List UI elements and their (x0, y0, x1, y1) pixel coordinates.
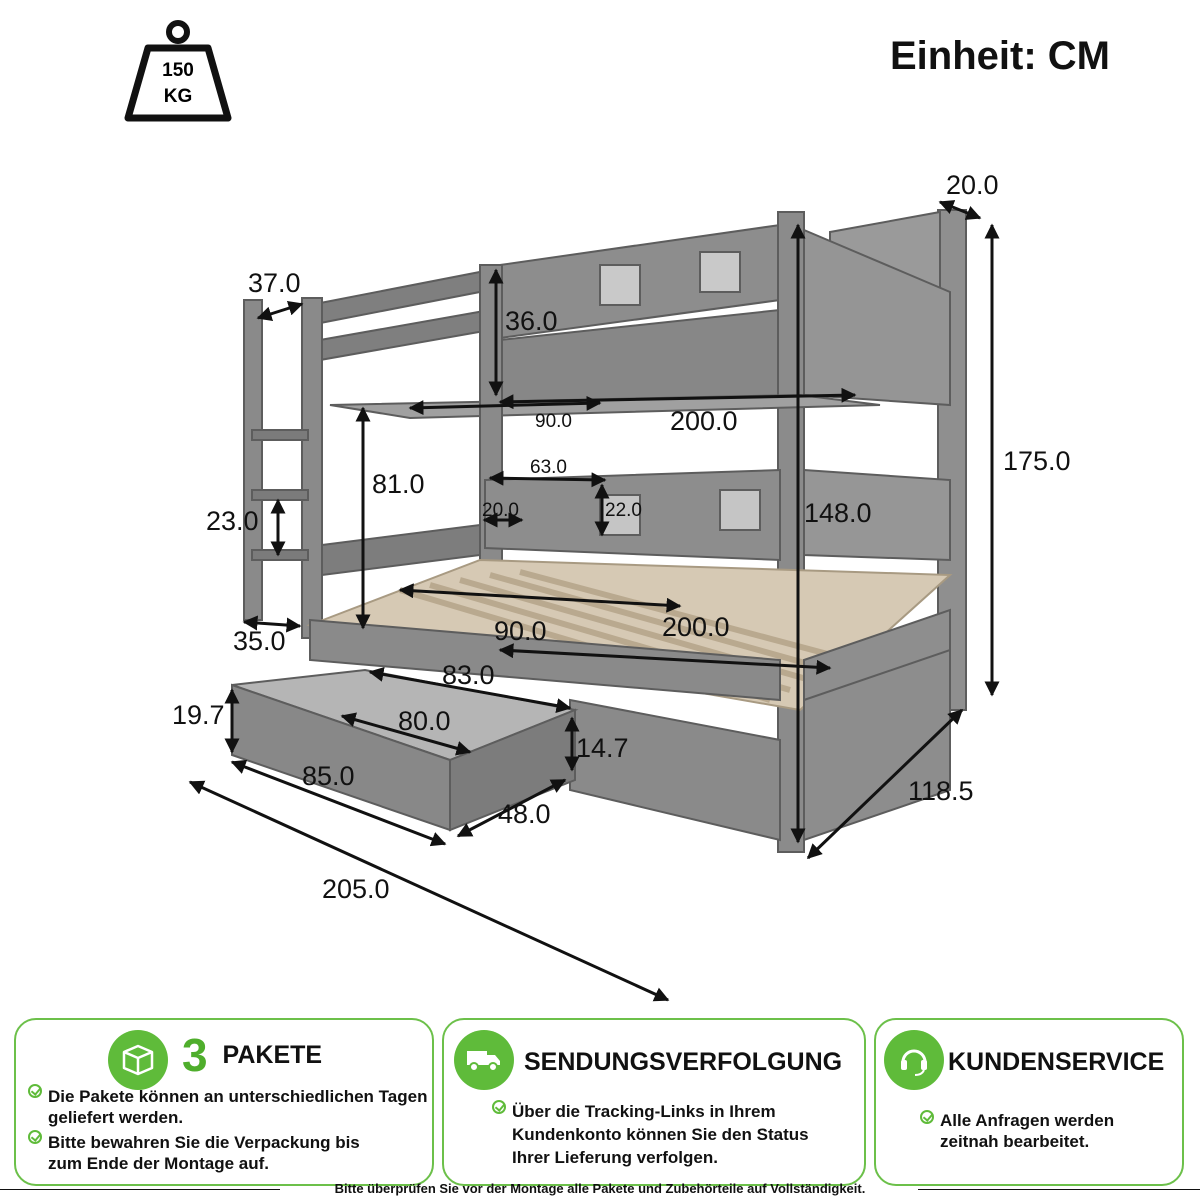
tracking-item-1: Über die Tracking-Links in Ihrem Kundenk… (512, 1102, 809, 1167)
dim-total-height: 175.0 (1003, 446, 1071, 476)
footer-divider-right (918, 1189, 1200, 1190)
box-icon (108, 1030, 168, 1090)
customer-service-item-1: Alle Anfragen werden zeitnah bearbeitet. (940, 1111, 1115, 1151)
packages-count: 3 (182, 1029, 208, 1081)
dim-top-rail-width: 37.0 (248, 268, 301, 298)
dim-bottom-mattress-width: 90.0 (494, 616, 547, 646)
dim-ladder-step: 23.0 (206, 506, 259, 536)
check-icon (492, 1100, 506, 1114)
dim-drawer-inner-height: 14.7 (576, 733, 629, 763)
footer-note: Bitte überprüfen Sie vor der Montage all… (0, 1181, 1200, 1196)
dim-top-mattress-width: 90.0 (535, 411, 572, 432)
weight-value: 150 (162, 60, 194, 81)
bunk-bed-drawing: 37.0 36.0 90.0 200.0 20.0 175.0 81.0 23.… (172, 170, 1071, 1002)
truck-icon (454, 1030, 514, 1090)
dim-drawer-outer-length: 85.0 (302, 761, 355, 791)
card-tracking: SENDUNGSVERFOLGUNG Über die Tracking-Lin… (442, 1018, 866, 1186)
dim-total-width: 118.5 (908, 776, 974, 806)
customer-service-title: KUNDENSERVICE (948, 1048, 1165, 1076)
dim-ladder-width: 35.0 (233, 626, 286, 656)
dim-shelf-width: 63.0 (530, 457, 567, 478)
dim-top-mattress-length: 200.0 (670, 406, 738, 436)
weight-icon: 150 KG (124, 20, 232, 122)
dim-total-length: 205.0 (322, 874, 390, 904)
dim-drawer-length: 83.0 (442, 660, 495, 690)
dim-drawer-height: 19.7 (172, 700, 225, 730)
packages-item-2: Bitte bewahren Sie die Verpackung bis zu… (48, 1133, 360, 1173)
card-customer-service: KUNDENSERVICE Alle Anfragen werden zeitn… (874, 1018, 1184, 1186)
headset-icon (884, 1030, 944, 1090)
packages-title: PAKETE (222, 1041, 323, 1069)
dim-guard-height: 36.0 (505, 306, 558, 336)
footer-text: Bitte überprüfen Sie vor der Montage all… (334, 1181, 866, 1196)
unit-label: Einheit: CM (890, 34, 1110, 78)
dim-under-clearance: 81.0 (372, 469, 425, 499)
footer-divider-left (0, 1189, 280, 1190)
check-icon (920, 1110, 934, 1124)
card-packages: 3 PAKETE Die Pakete können an unterschie… (14, 1018, 434, 1186)
dim-post-height: 148.0 (804, 498, 872, 528)
dim-drawer-depth: 48.0 (498, 799, 551, 829)
dim-bottom-mattress-length: 200.0 (662, 612, 730, 642)
dim-shelf-height: 22.0 (605, 500, 642, 521)
tracking-title: SENDUNGSVERFOLGUNG (524, 1048, 843, 1076)
packages-item-1: Die Pakete können an unterschiedlichen T… (48, 1087, 428, 1127)
dim-drawer-inner-length: 80.0 (398, 706, 451, 736)
dim-shelf-inner-depth: 20.0 (482, 500, 519, 521)
check-icon (28, 1130, 42, 1144)
check-icon (28, 1084, 42, 1098)
dim-shelf-depth: 20.0 (946, 170, 999, 200)
weight-unit: KG (164, 86, 193, 107)
